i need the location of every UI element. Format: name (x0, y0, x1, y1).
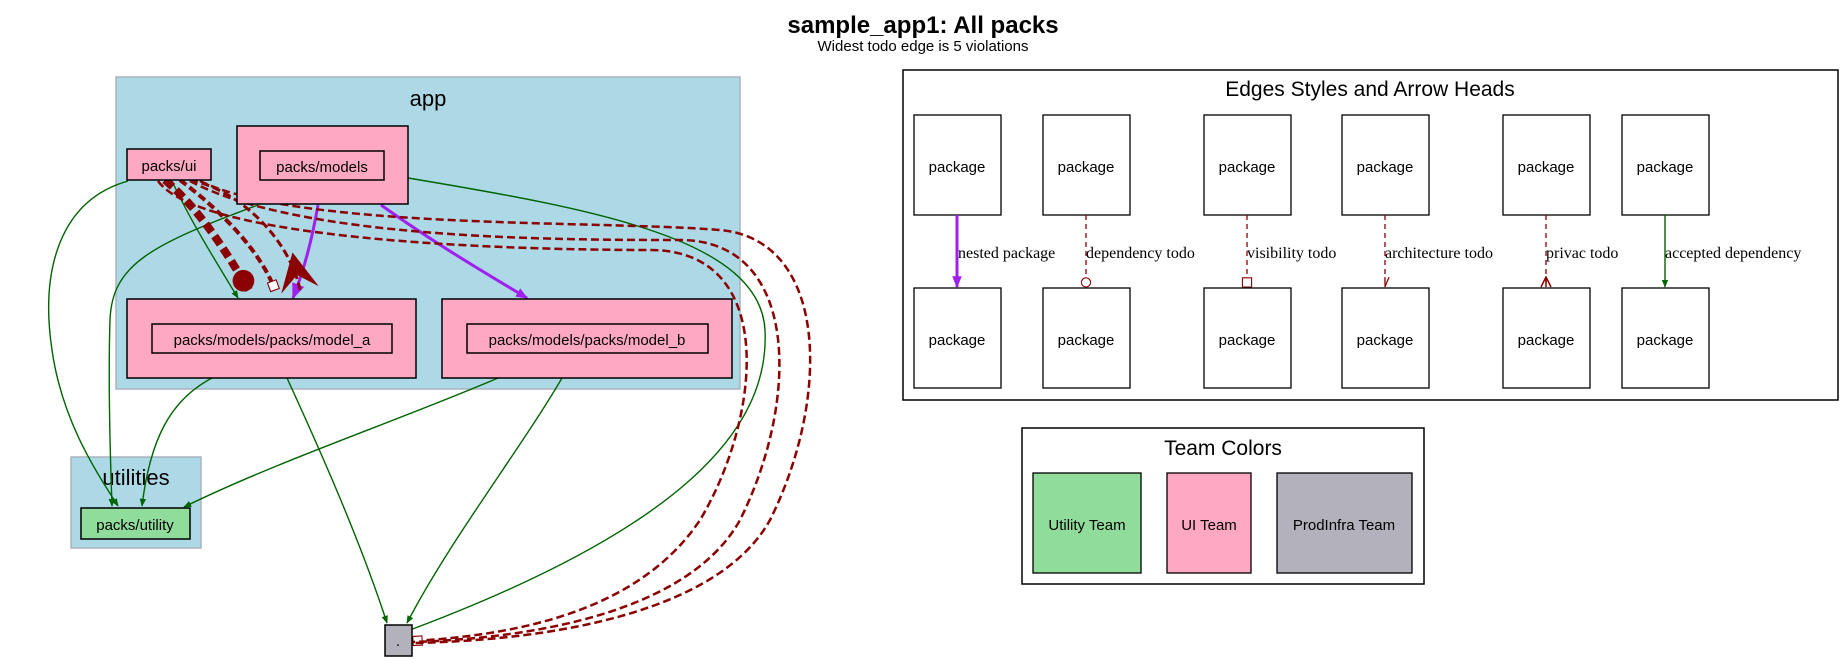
edge-models-to-utility (108, 204, 259, 507)
edge-model-a-to-root (286, 377, 388, 624)
edge-ui-to-model-a-visibility-todo (178, 178, 280, 293)
diagram-title: sample_app1: All packs (787, 12, 1058, 39)
cluster-app-label: app (410, 86, 447, 111)
edge-model-b-to-utility (183, 377, 499, 508)
diagram-subtitle: Widest todo edge is 5 violations (818, 38, 1029, 55)
legend-visibility-todo-label: visibility todo (1247, 245, 1336, 262)
node-packs-ui[interactable]: packs/ui (126, 148, 212, 181)
node-model-b-label: packs/models/packs/model_b (489, 332, 686, 349)
edge-models-to-model-b (380, 203, 529, 300)
edge-ui-to-root-todo-3 (199, 179, 812, 645)
svg-text:package: package (1637, 159, 1694, 176)
legend-accepted-dependency: package accepted dependency package (1621, 114, 1801, 389)
svg-text:package: package (1219, 159, 1276, 176)
team-prodinfra-label: ProdInfra Team (1293, 517, 1395, 534)
dependency-edges (48, 177, 766, 634)
legend-nested-package: package nested package package (913, 114, 1055, 389)
svg-text:package: package (1357, 159, 1414, 176)
node-packs-ui-label: packs/ui (141, 158, 196, 175)
edge-models-to-root (401, 177, 766, 634)
team-ui: UI Team (1166, 472, 1252, 574)
edge-ui-to-root-todo-2 (189, 179, 781, 644)
edge-ui-to-utility (48, 180, 129, 507)
team-utility-label: Utility Team (1048, 517, 1125, 534)
node-root[interactable]: . (384, 624, 413, 657)
team-prodinfra: ProdInfra Team (1276, 472, 1413, 574)
node-packs-models[interactable]: packs/models (236, 125, 409, 205)
team-utility: Utility Team (1032, 472, 1142, 574)
edge-model-b-to-root (406, 377, 563, 624)
svg-text:package: package (929, 159, 986, 176)
legend-nested-package-label: nested package (958, 245, 1055, 262)
node-packs-utility[interactable]: packs/utility (80, 507, 191, 540)
node-model-a[interactable]: packs/models/packs/model_a (126, 298, 417, 379)
legend-team-colors: Team Colors Utility Team UI Team ProdInf… (1021, 427, 1425, 585)
legend-visibility-todo: package visibility todo package (1203, 114, 1336, 389)
legend-edge-styles-title: Edges Styles and Arrow Heads (1225, 78, 1515, 101)
legend-dependency-todo: package dependency todo package (1042, 114, 1195, 389)
svg-text:package: package (929, 332, 986, 349)
legend-team-colors-title: Team Colors (1164, 437, 1282, 460)
node-root-label: . (396, 633, 400, 650)
svg-text:package: package (1518, 332, 1575, 349)
edge-ui-to-root-todo-1 (156, 180, 748, 647)
legend-architecture-todo: package architecture todo package (1341, 114, 1493, 389)
edge-ui-to-model-a-architecture-todo (189, 178, 319, 294)
legend-edge-styles: Edges Styles and Arrow Heads package nes… (902, 69, 1839, 401)
node-packs-models-label: packs/models (276, 159, 368, 176)
todo-edges (156, 176, 812, 647)
svg-text:package: package (1518, 159, 1575, 176)
cluster-utilities-label: utilities (102, 465, 169, 490)
node-model-b[interactable]: packs/models/packs/model_b (441, 298, 733, 379)
svg-text:package: package (1219, 332, 1276, 349)
legend-dependency-todo-label: dependency todo (1086, 245, 1195, 262)
legend-architecture-todo-label: architecture todo (1385, 245, 1493, 262)
legend-privacy-todo: package privac todo package (1502, 114, 1618, 389)
legend-privacy-todo-label: privac todo (1546, 245, 1618, 262)
node-packs-utility-label: packs/utility (96, 517, 174, 534)
node-model-a-label: packs/models/packs/model_a (174, 332, 371, 349)
svg-text:package: package (1637, 332, 1694, 349)
team-ui-label: UI Team (1181, 517, 1237, 534)
svg-text:package: package (1058, 332, 1115, 349)
legend-accepted-dependency-label: accepted dependency (1665, 245, 1801, 262)
svg-text:package: package (1058, 159, 1115, 176)
edge-model-a-to-utility (139, 377, 213, 507)
svg-text:package: package (1357, 332, 1414, 349)
edge-ui-to-model-a-dependency-todo (162, 176, 255, 293)
